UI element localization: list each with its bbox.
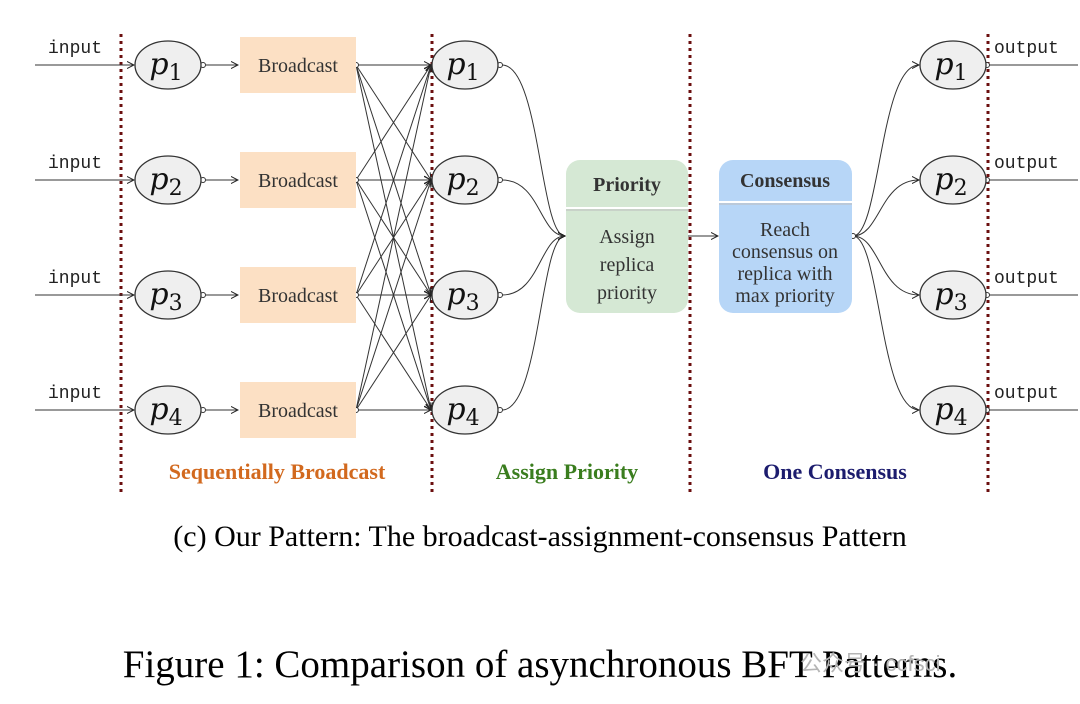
process-node-col2-p4: p4 xyxy=(431,385,499,435)
broadcast-box-1 xyxy=(240,37,356,93)
process-label: p2 xyxy=(446,162,479,201)
connection-lines xyxy=(35,63,1078,413)
process-label: p4 xyxy=(149,392,182,431)
broadcast-2-to-p1-arrow xyxy=(355,65,431,181)
phase-label-broadcast: Sequentially Broadcast xyxy=(169,459,386,484)
broadcast-box-2 xyxy=(240,152,356,208)
priority-box-body-line-1: Assign xyxy=(599,226,655,248)
consensus-box-body-line-4: max priority xyxy=(735,285,834,307)
consensus-box-body-line-1: Reach xyxy=(760,219,810,241)
bac-pattern-diagram: input output input output input output input ou… xyxy=(35,34,1078,492)
broadcast-box-3 xyxy=(240,267,356,323)
process-label: p4 xyxy=(446,392,479,431)
process-label: p4 xyxy=(934,392,967,431)
consensus-box-title: Consensus xyxy=(740,170,830,192)
process-node-col1-p4: p4 xyxy=(134,385,202,435)
priority-box-bg xyxy=(566,160,688,313)
process-node-col2-p3: p3 xyxy=(431,270,499,320)
process-node-col3-p1: p1 xyxy=(919,40,987,90)
to-priority-arrow-2 xyxy=(501,179,565,236)
broadcast-4-to-p3-arrow xyxy=(355,295,431,411)
broadcast-label-4: Broadcast xyxy=(258,400,338,422)
consensus-box-body-line-2: consensus on xyxy=(732,241,838,263)
process-node-col1-p1: p1 xyxy=(134,40,202,90)
from-consensus-arrow-2 xyxy=(852,180,919,237)
process-node-col1-p2: p2 xyxy=(134,155,202,205)
broadcast-4-to-p1-arrow xyxy=(355,65,431,411)
process-node-col2-p2: p2 xyxy=(431,155,499,205)
to-priority-arrow-4 xyxy=(501,236,565,411)
process-node-col1-p3: p3 xyxy=(134,270,202,320)
priority-box: Priority Assign replica priority xyxy=(566,160,688,313)
broadcast-label-1: Broadcast xyxy=(258,55,338,77)
broadcast-box-4 xyxy=(240,382,356,438)
from-consensus-arrow-3 xyxy=(852,235,919,295)
process-label: p2 xyxy=(934,162,967,201)
process-node-col3-p4: p4 xyxy=(919,385,987,435)
consensus-box: Consensus Reach consensus on replica wit… xyxy=(719,160,852,313)
broadcast-3-to-p1-arrow xyxy=(355,65,431,296)
input-label-4: input xyxy=(48,384,102,404)
priority-box-body-line-2: replica xyxy=(600,254,655,276)
broadcast-label-2: Broadcast xyxy=(258,170,338,192)
process-label: p1 xyxy=(149,47,182,86)
process-node-col2-p1: p1 xyxy=(431,40,499,90)
process-label: p3 xyxy=(149,277,182,316)
process-label: p2 xyxy=(149,162,182,201)
process-label: p1 xyxy=(446,47,479,86)
consensus-box-body-line-3: replica with xyxy=(738,263,833,285)
process-label: p3 xyxy=(934,277,967,316)
phase-label-priority: Assign Priority xyxy=(496,459,638,484)
process-node-col3-p3: p3 xyxy=(919,270,987,320)
process-label: p3 xyxy=(446,277,479,316)
consensus-box-bg xyxy=(719,160,852,313)
to-priority-arrow-3 xyxy=(501,236,565,296)
process-nodes: p1 p2 p3 p4 p1 p2 p3 p4 p1 p2 p3 p4 xyxy=(134,40,987,435)
input-label-1: input xyxy=(48,39,102,59)
io-labels: input output input output input output input ou… xyxy=(48,39,1059,404)
input-label-2: input xyxy=(48,154,102,174)
broadcast-label-3: Broadcast xyxy=(258,285,338,307)
process-label: p1 xyxy=(934,47,967,86)
output-label-2: output xyxy=(994,154,1059,174)
priority-box-body-line-3: priority xyxy=(597,282,657,304)
from-consensus-arrow-1 xyxy=(852,65,919,237)
process-node-col3-p2: p2 xyxy=(919,155,987,205)
phase-label-consensus: One Consensus xyxy=(763,459,907,484)
priority-box-title: Priority xyxy=(593,174,661,196)
output-label-1: output xyxy=(994,39,1059,59)
sub-caption: (c) Our Pattern: The broadcast-assignmen… xyxy=(173,520,907,553)
watermark: 公众号 · ccfsci xyxy=(800,651,941,676)
to-priority-arrow-1 xyxy=(501,64,565,236)
output-label-3: output xyxy=(994,269,1059,289)
figure-caption: Figure 1: Comparison of asynchronous BFT… xyxy=(122,643,958,686)
input-label-3: input xyxy=(48,269,102,289)
output-label-4: output xyxy=(994,384,1059,404)
broadcast-4-to-p2-arrow xyxy=(355,180,431,411)
from-consensus-arrow-4 xyxy=(852,235,919,410)
